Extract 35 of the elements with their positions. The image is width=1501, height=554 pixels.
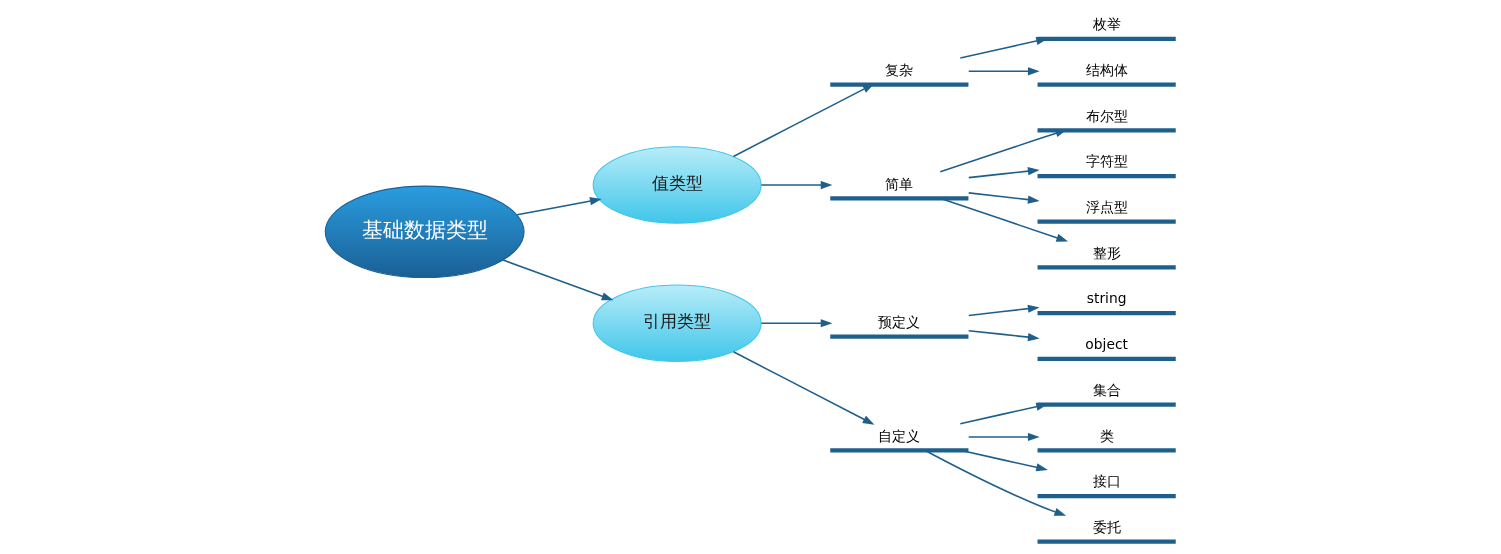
arrow <box>502 259 614 301</box>
arrow <box>967 432 1040 442</box>
node-text: 整形 <box>1092 244 1121 261</box>
node-text: 复杂 <box>885 61 914 78</box>
arrow <box>959 402 1048 425</box>
node-text: string <box>1086 290 1127 307</box>
node-text: 委托 <box>1092 519 1121 536</box>
arrow <box>939 197 1069 242</box>
node-text: 简单 <box>885 175 914 192</box>
arrow <box>732 83 875 158</box>
node-text: object <box>1085 336 1128 353</box>
node-text: 字符型 <box>1085 153 1128 170</box>
node-text: 枚举 <box>1092 16 1121 33</box>
arrow <box>959 449 1048 472</box>
node-text: 布尔型 <box>1085 107 1128 124</box>
arrow <box>760 180 833 190</box>
arrow <box>967 67 1040 76</box>
arrow <box>516 197 602 216</box>
node-ellipse: 基础数据类型 <box>324 185 525 279</box>
arrow <box>924 449 1067 516</box>
node-text: 浮点型 <box>1085 199 1128 216</box>
arrow <box>760 319 833 328</box>
arrow <box>967 304 1040 317</box>
arrow <box>967 192 1040 204</box>
node-text: 集合 <box>1092 381 1121 398</box>
node-ellipse: 值类型 <box>592 146 762 224</box>
node-text: 类 <box>1099 427 1114 444</box>
node-text: 自定义 <box>878 427 921 444</box>
node-text: 接口 <box>1092 473 1121 490</box>
arrow <box>967 167 1040 179</box>
node-text: 预定义 <box>878 313 921 330</box>
arrow <box>732 351 875 425</box>
arrow <box>967 329 1040 342</box>
node-text: 结构体 <box>1085 61 1128 78</box>
node-ellipse: 引用类型 <box>592 284 762 363</box>
